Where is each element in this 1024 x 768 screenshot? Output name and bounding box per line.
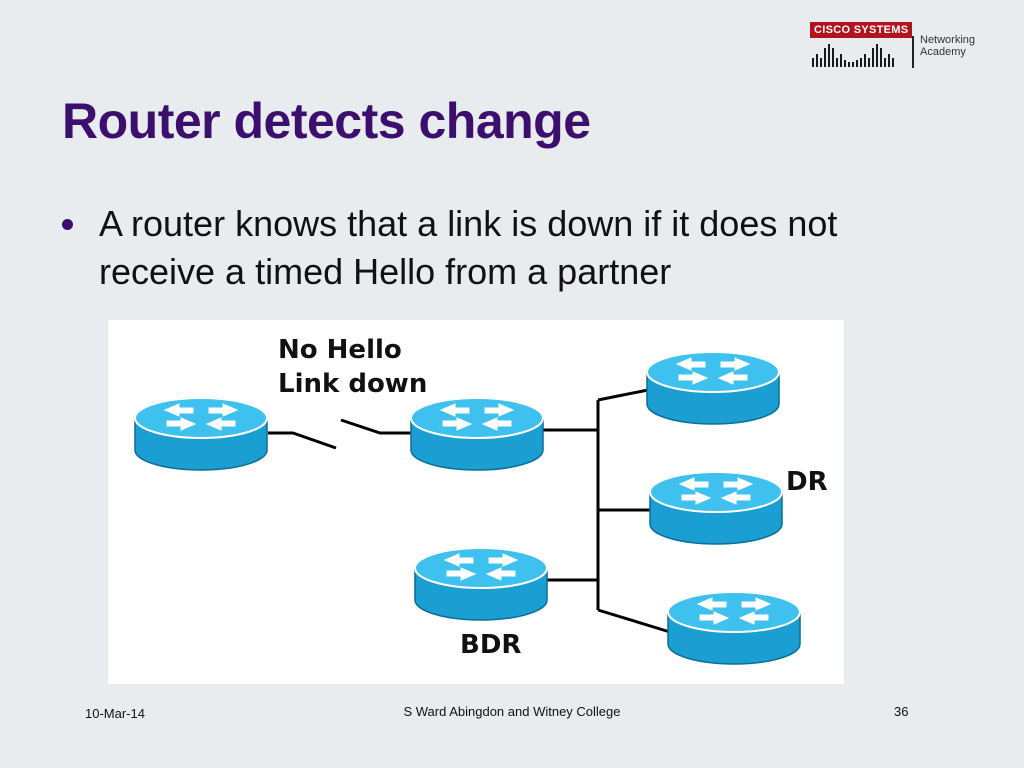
label-no-hello: No Hello: [278, 335, 402, 365]
label-link-down: Link down: [278, 369, 427, 399]
ospf-network-diagram: No Hello Link down DR BDR: [108, 320, 844, 684]
broken-link-left: [268, 431, 337, 450]
bullet-point: A router knows that a link is down if it…: [62, 200, 962, 296]
logo-divider: [912, 36, 914, 68]
label-dr: DR: [786, 467, 828, 497]
broken-link-right: [340, 418, 412, 435]
router-bdr-icon: [414, 547, 548, 621]
link-switch-to-bottom-router: [597, 608, 671, 634]
footer-page-number: 36: [894, 704, 909, 719]
router-top-right-icon: [646, 351, 780, 425]
footer-author-college: S Ward Abingdon and Witney College: [403, 704, 621, 719]
slide-title: Router detects change: [62, 93, 591, 149]
router-center-icon: [410, 397, 544, 471]
diagram-canvas: No Hello Link down DR BDR: [134, 335, 828, 665]
link-switch-to-top-router: [597, 388, 649, 402]
label-bdr: BDR: [460, 630, 521, 660]
bullet-text: A router knows that a link is down if it…: [99, 203, 838, 292]
router-dr-icon: [649, 471, 783, 545]
router-bottom-right-icon: [667, 591, 801, 665]
cisco-bridge-bars-icon: [812, 44, 894, 67]
router-left-icon: [134, 397, 268, 471]
cisco-systems-wordmark: CISCO SYSTEMS: [810, 22, 913, 38]
bullet-dot-icon: [62, 219, 73, 230]
footer-date: 10-Mar-14: [85, 706, 145, 721]
